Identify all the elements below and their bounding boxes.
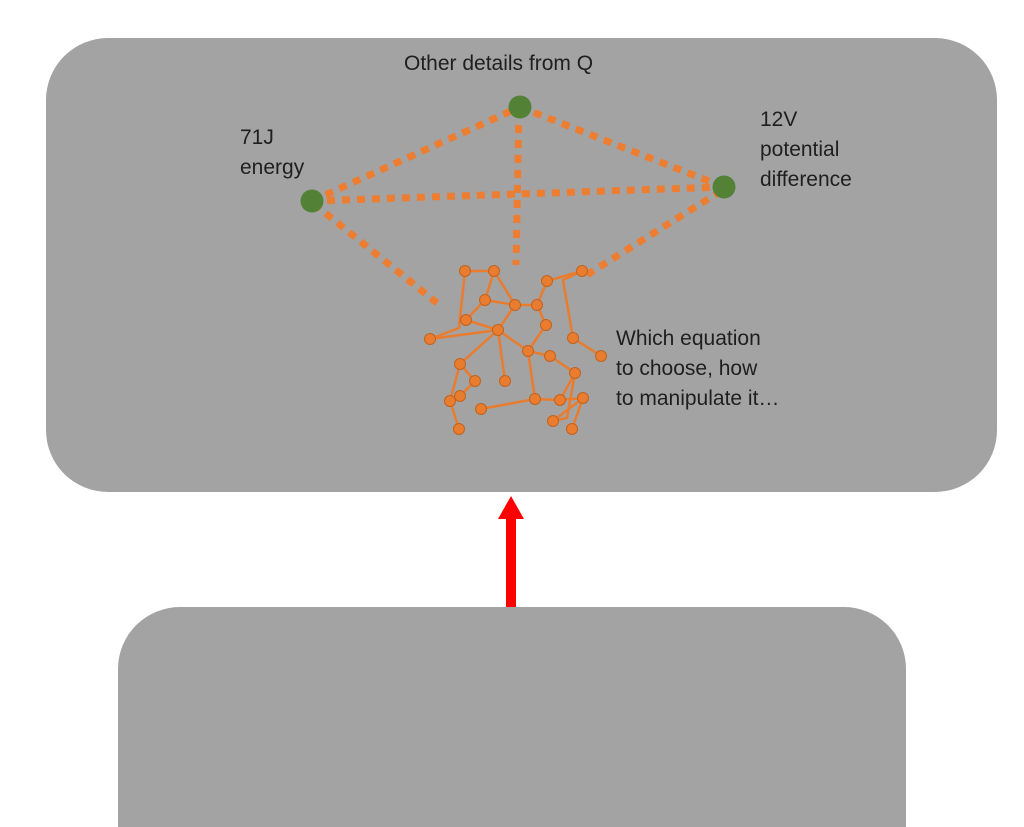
tangled-network-nodes (424, 265, 607, 435)
label-note-line1: Which equation (616, 327, 761, 350)
node-top (508, 95, 532, 119)
label-energy-line1: 71J (240, 126, 274, 149)
dotted-links (310, 103, 726, 306)
label-energy: 71J energy (240, 123, 304, 183)
label-note-line2: to choose, how (616, 357, 758, 380)
diagram-canvas (300, 95, 736, 607)
link-top-down (512, 109, 523, 266)
label-equation-note: Which equation to choose, how to manipul… (616, 324, 779, 414)
label-note-line3: to manipulate it… (616, 387, 780, 410)
node-right (712, 175, 736, 199)
label-pd-line1: 12V (760, 108, 798, 131)
link-top-right (518, 103, 726, 191)
label-pd-line3: difference (760, 168, 852, 191)
label-other-details-text: Other details from Q (404, 52, 594, 75)
label-other-details: Other details from Q (404, 49, 593, 79)
link-left-down (311, 201, 440, 306)
node-left (300, 189, 324, 213)
link-left-top (310, 103, 522, 205)
up-arrow-icon (498, 496, 524, 607)
tangled-network (429, 269, 602, 430)
label-potential-difference: 12V potential difference (760, 105, 852, 195)
label-energy-line2: energy (240, 156, 305, 179)
link-right-down (583, 188, 723, 279)
label-pd-line2: potential (760, 138, 840, 161)
